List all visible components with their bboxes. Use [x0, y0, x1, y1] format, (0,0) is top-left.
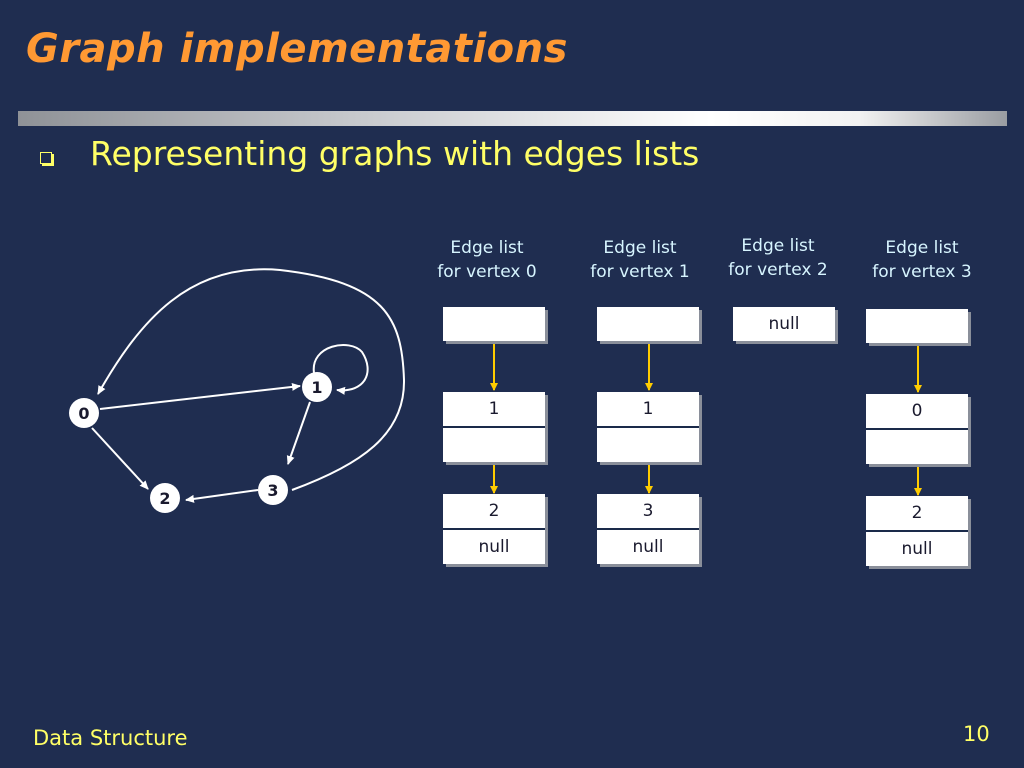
edge-1-3	[286, 401, 311, 465]
graph-node-2: 2	[150, 483, 180, 513]
heading-line: Edge list	[603, 238, 677, 258]
edge-list-heading-3: Edge list for vertex 3	[852, 236, 992, 284]
list-node: 2 null	[443, 494, 545, 564]
list-node: 1	[597, 392, 699, 462]
bullet-icon	[40, 152, 52, 164]
bullet-text: Representing graphs with edges lists	[90, 134, 700, 173]
graph-node-0: 0	[69, 398, 99, 428]
edge-list-heading-1: Edge list for vertex 1	[570, 236, 710, 284]
heading-line: Edge list	[885, 238, 959, 258]
heading-line: for vertex 2	[728, 260, 828, 280]
list-head-cell-0	[443, 307, 545, 341]
edge-1-1-loop	[312, 344, 369, 395]
slide-title: Graph implementations	[26, 26, 568, 72]
edge-0-2	[91, 427, 149, 490]
node-value: 1	[443, 392, 545, 428]
list-node: 0	[866, 394, 968, 464]
node-next: null	[478, 537, 510, 557]
graph-node-1: 1	[302, 372, 332, 402]
edge-list-heading-0: Edge list for vertex 0	[417, 236, 557, 284]
footer-course: Data Structure	[33, 726, 188, 750]
graph-node-3: 3	[258, 475, 288, 505]
node-value: 1	[597, 392, 699, 428]
edge-3-2	[185, 489, 259, 503]
title-divider	[18, 111, 1007, 126]
svg-text:3: 3	[267, 481, 278, 500]
node-value: 2	[443, 494, 545, 530]
list-node: 2 null	[866, 496, 968, 566]
heading-line: for vertex 1	[590, 262, 690, 282]
svg-text:2: 2	[159, 489, 170, 508]
svg-text:0: 0	[78, 404, 89, 423]
list-head-cell-1	[597, 307, 699, 341]
node-next	[866, 430, 968, 464]
list-node: 3 null	[597, 494, 699, 564]
node-value: 0	[866, 394, 968, 430]
node-value: 2	[866, 496, 968, 532]
svg-text:1: 1	[311, 378, 322, 397]
node-next: null	[901, 539, 933, 559]
heading-line: Edge list	[741, 236, 815, 256]
list-node: 1	[443, 392, 545, 462]
heading-line: for vertex 0	[437, 262, 537, 282]
page-number: 10	[963, 722, 990, 746]
node-next: null	[632, 537, 664, 557]
list-head-cell-3	[866, 309, 968, 343]
edge-3-0	[97, 268, 406, 491]
node-next	[443, 428, 545, 462]
node-next	[597, 428, 699, 462]
heading-line: Edge list	[450, 238, 524, 258]
edge-0-1	[99, 382, 301, 410]
list-head-cell-2: null	[733, 307, 835, 341]
edge-list-heading-2: Edge list for vertex 2	[708, 234, 848, 282]
node-value: 3	[597, 494, 699, 530]
heading-line: for vertex 3	[872, 262, 972, 282]
